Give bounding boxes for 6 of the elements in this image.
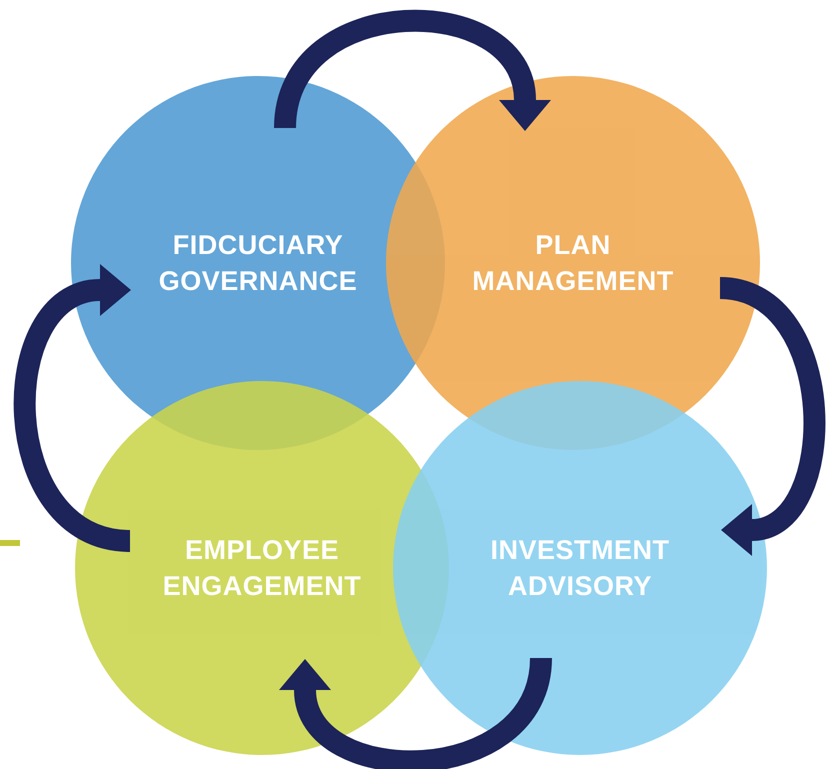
node-label: FIDCUCIARY GOVERNANCE [158, 229, 358, 298]
node-label: EMPLOYEE ENGAGEMENT [162, 534, 362, 603]
curved-arrow [718, 277, 825, 556]
node-label: PLAN MANAGEMENT [471, 229, 675, 298]
curved-arrow [280, 656, 552, 769]
node-label: INVESTMENT ADVISORY [489, 534, 670, 603]
